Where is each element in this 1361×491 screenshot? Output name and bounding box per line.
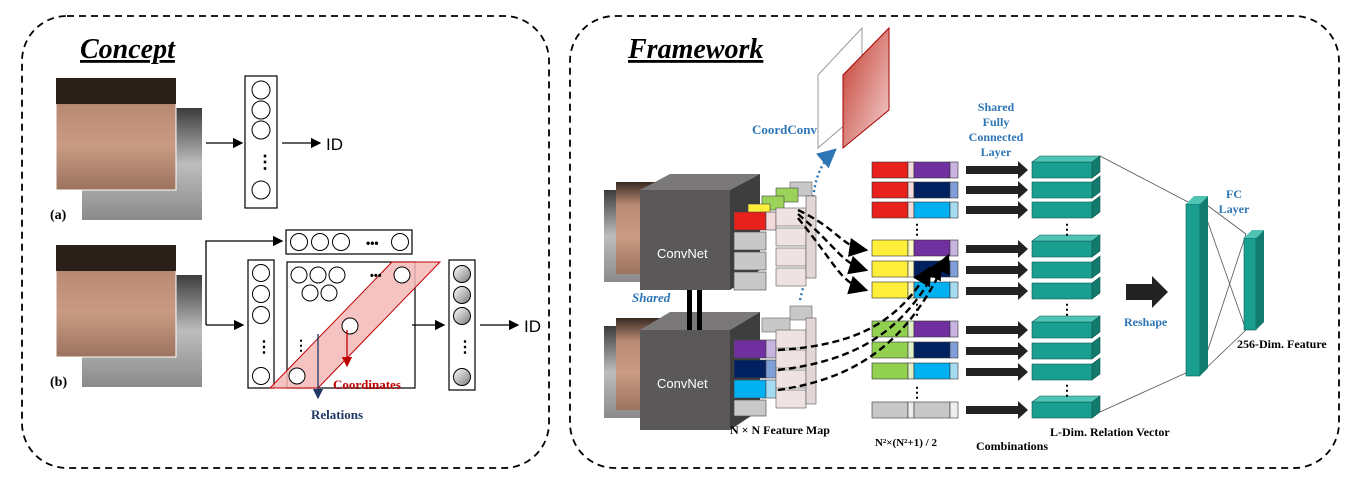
- hdots-top: •••: [366, 236, 379, 250]
- framework-panel-border: [569, 15, 1340, 469]
- vdots-a: ⋮: [256, 152, 274, 172]
- framework-title: Framework: [627, 34, 763, 65]
- face-image-a: [55, 77, 202, 220]
- label-a: (a): [50, 208, 67, 223]
- vdots-group-3: ⋮: [910, 384, 924, 400]
- vdots-output: ⋮: [457, 339, 473, 356]
- feature-map-top: [733, 181, 817, 291]
- vdots-relation-2: ⋮: [1060, 301, 1074, 317]
- horizontal-feature-vector: [285, 229, 413, 255]
- vertical-feature-vector: [247, 259, 275, 389]
- relation-matrix: [268, 261, 442, 389]
- fc-layer-line-2: Layer: [1219, 202, 1250, 216]
- arrow-face-to-top-vector: [205, 235, 284, 325]
- coordconv-planes: [817, 26, 890, 150]
- shared-fc-line-3: Connected: [969, 130, 1024, 144]
- coordconv-dotted-arrow: [810, 148, 837, 233]
- feature-vector-a: [244, 75, 278, 209]
- vdots-relation-3: ⋮: [1060, 382, 1074, 398]
- fc-arrows: [966, 161, 1028, 419]
- vector-to-fc-lines: [1099, 155, 1247, 413]
- face-image-b: [55, 244, 202, 387]
- vdots-group-1: ⋮: [910, 221, 924, 237]
- concept-panel-border: [21, 15, 550, 469]
- relation-vector-label: L-Dim. Relation Vector: [1050, 425, 1170, 439]
- vdots-column: ⋮: [256, 339, 272, 356]
- shared-link: [687, 290, 702, 330]
- coordconv-label: CoordConv: [752, 122, 818, 137]
- convnet-label-bottom: ConvNet: [657, 376, 708, 391]
- shared-fc-line-2: Fully: [983, 115, 1010, 129]
- reshaped-feature-column: [1185, 196, 1208, 377]
- fc-layer-column: [1243, 230, 1264, 331]
- shared-fc-line-4: Layer: [981, 145, 1012, 159]
- combinations-formula: N²×(N²+1) / 2: [875, 437, 937, 449]
- combination-arrows: [777, 208, 950, 392]
- reshape-label: Reshape: [1124, 315, 1168, 329]
- combinations-label: Combinations: [976, 439, 1048, 453]
- hdots-matrix: •••: [370, 270, 382, 282]
- fc-layer-line-1: FC: [1226, 187, 1242, 201]
- coordinates-label: Coordinates: [333, 377, 401, 392]
- id-label-b: ID: [524, 317, 541, 336]
- concept-title: Concept: [80, 34, 176, 65]
- shared-fc-label: Shared Fully Connected Layer: [969, 100, 1024, 159]
- shared-fc-line-1: Shared: [978, 100, 1015, 114]
- shared-label: Shared: [632, 290, 671, 305]
- reshape-arrow: [1126, 276, 1168, 308]
- relation-vectors: [1031, 155, 1101, 419]
- convnet-label-top: ConvNet: [657, 246, 708, 261]
- combination-group-3: [871, 320, 959, 380]
- combination-group-last: [871, 401, 959, 419]
- relations-label: Relations: [311, 407, 363, 422]
- id-label-a: ID: [326, 135, 343, 154]
- feature-map-label: N × N Feature Map: [730, 423, 830, 437]
- vdots-matrix: ⋮: [294, 337, 308, 353]
- feature-map-bottom: [733, 305, 817, 417]
- label-b: (b): [50, 375, 67, 390]
- feature-256-label: 256-Dim. Feature: [1237, 337, 1327, 351]
- vdots-relation-1: ⋮: [1060, 221, 1074, 237]
- combination-group-1: [871, 161, 959, 219]
- output-vector-b: [448, 259, 476, 391]
